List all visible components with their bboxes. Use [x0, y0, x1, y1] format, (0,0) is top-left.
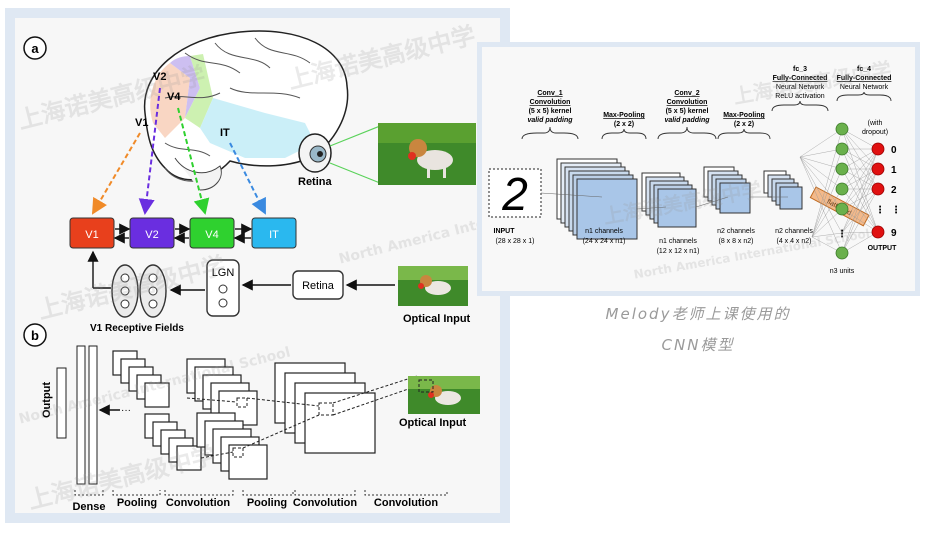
dog-photo-top: [378, 123, 476, 185]
panel-b-marker: [23, 323, 47, 347]
n1-channels-b: n1 channels: [659, 238, 697, 245]
input-dims: (28 x 28 x 1): [496, 238, 535, 245]
optical-input-label-a: Optical Input: [403, 313, 471, 325]
output-label-b: Output: [41, 382, 53, 418]
pool1-feature-maps: [641, 172, 697, 228]
region-label-it: IT: [220, 127, 230, 139]
n2-channels-a: n2 channels: [717, 228, 755, 235]
output-digit-9: 9: [891, 228, 897, 239]
n2-channels-b: n2 channels: [775, 228, 813, 235]
region-label-v4: V4: [167, 91, 181, 103]
conv1-type: Convolution: [530, 99, 571, 106]
area-box-v1-label: V1: [85, 229, 98, 241]
output-digit-ellipsis: ⋮: [891, 205, 901, 216]
area-box-v4-label: V4: [205, 229, 218, 241]
neuroscience-figure: a V2 V4 V1 IT Retina: [15, 18, 500, 513]
dense-layer-1: [76, 345, 86, 485]
pool1-size: (2 x 2): [614, 121, 634, 128]
fc4-type: Fully-Connected: [837, 75, 892, 82]
panel-b-label: b: [31, 328, 39, 343]
retina-box: [292, 270, 344, 300]
eye-illustration: [298, 133, 332, 173]
convolution-label-2: Convolution: [293, 497, 357, 509]
conv2-kernel: (5 x 5) kernel: [666, 108, 709, 115]
region-label-v2: V2: [153, 71, 166, 83]
fc4-title: fc_4: [857, 66, 871, 73]
output-digit-2: 2: [891, 185, 897, 196]
conv1-title: Conv_1: [537, 90, 562, 97]
output-ellipsis-marker: ⋮: [875, 205, 885, 216]
neuroscience-figure-frame: a V2 V4 V1 IT Retina: [5, 8, 510, 523]
fc3-type: Fully-Connected: [773, 75, 828, 82]
caption-line-1: Melody老师上课使用的: [605, 305, 791, 323]
optical-input-label-b: Optical Input: [399, 417, 467, 429]
cnn-figure: Conv_1 Convolution (5 x 5) kernel valid …: [482, 47, 915, 291]
conv1-padding: valid padding: [527, 117, 573, 124]
conv2-feature-maps: [703, 166, 751, 214]
output-digit-1: 1: [891, 165, 897, 176]
dog-photo-optical-input-b: [408, 376, 480, 414]
cnn-architecture-diagram: Conv_1 Convolution (5 x 5) kernel valid …: [488, 66, 901, 275]
output-layer: [56, 367, 67, 439]
area-box-v2-label: V2: [145, 229, 158, 241]
pool2-size: (2 x 2): [734, 121, 754, 128]
retina-label: Retina: [298, 176, 333, 188]
conv2-title: Conv_2: [674, 90, 699, 97]
visual-pathway-diagram: a V2 V4 V1 IT Retina: [23, 30, 480, 513]
n1-channels-a: n1 channels: [585, 228, 623, 235]
fc3-activation: ReLU activation: [775, 93, 825, 100]
convolution-label-3: Convolution: [374, 497, 438, 509]
fc-connections: [799, 128, 879, 254]
pooling-label-1: Pooling: [117, 497, 157, 509]
conv1-feature-maps: [556, 158, 638, 240]
dropout-line-2: dropout): [862, 129, 888, 136]
input-digit: 2: [501, 168, 528, 220]
n3-units-label: n3 units: [830, 268, 855, 275]
input-image: [488, 168, 542, 218]
output-label: OUTPUT: [868, 245, 898, 252]
dense-label: Dense: [72, 501, 105, 513]
v1-receptive-fields: [111, 264, 167, 318]
region-label-v1: V1: [135, 117, 148, 129]
output-digit-0: 0: [891, 145, 897, 156]
conv2-padding: valid padding: [664, 117, 710, 124]
n2-dims-a: (8 x 8 x n2): [718, 238, 753, 245]
panel-a-label: a: [31, 41, 39, 56]
caption-line-2: CNN模型: [661, 336, 735, 354]
hidden-neurons: [835, 122, 849, 260]
dense-layer-2: [88, 345, 98, 485]
input-label: INPUT: [494, 228, 516, 235]
n2-dims-b: (4 x 4 x n2): [776, 238, 811, 245]
n1-dims-a: (24 x 24 x n1): [583, 238, 626, 245]
pool2-feature-maps: [763, 170, 803, 210]
fc3-network: Neural Network: [776, 84, 825, 91]
cnn-figure-frame: Conv_1 Convolution (5 x 5) kernel valid …: [477, 42, 920, 296]
dropout-line-1: (with: [868, 120, 883, 127]
output-neurons: [871, 142, 885, 239]
convolution-label-1: Convolution: [166, 497, 230, 509]
svg-text:···: ···: [121, 405, 131, 416]
conv2-type: Convolution: [667, 99, 708, 106]
pool1-title: Max-Pooling: [603, 112, 645, 119]
conv1-kernel: (5 x 5) kernel: [529, 108, 572, 115]
cnn-feature-maps: [112, 350, 376, 480]
brain-illustration: [143, 30, 349, 191]
lgn-label: LGN: [212, 267, 235, 279]
pool2-title: Max-Pooling: [723, 112, 765, 119]
fc3-title: fc_3: [793, 66, 807, 73]
n1-dims-b: (12 x 12 x n1): [657, 248, 700, 255]
area-box-it-label: IT: [269, 229, 279, 241]
fc4-network: Neural Network: [840, 84, 889, 91]
retina-box-label: Retina: [302, 280, 335, 292]
pooling-label-2: Pooling: [247, 497, 287, 509]
panel-a-marker: [23, 36, 47, 60]
receptive-fields-label: V1 Receptive Fields: [90, 323, 184, 334]
hidden-neurons-ellipsis: ⋮: [837, 229, 847, 240]
dog-photo-optical-input-a: [398, 266, 468, 306]
